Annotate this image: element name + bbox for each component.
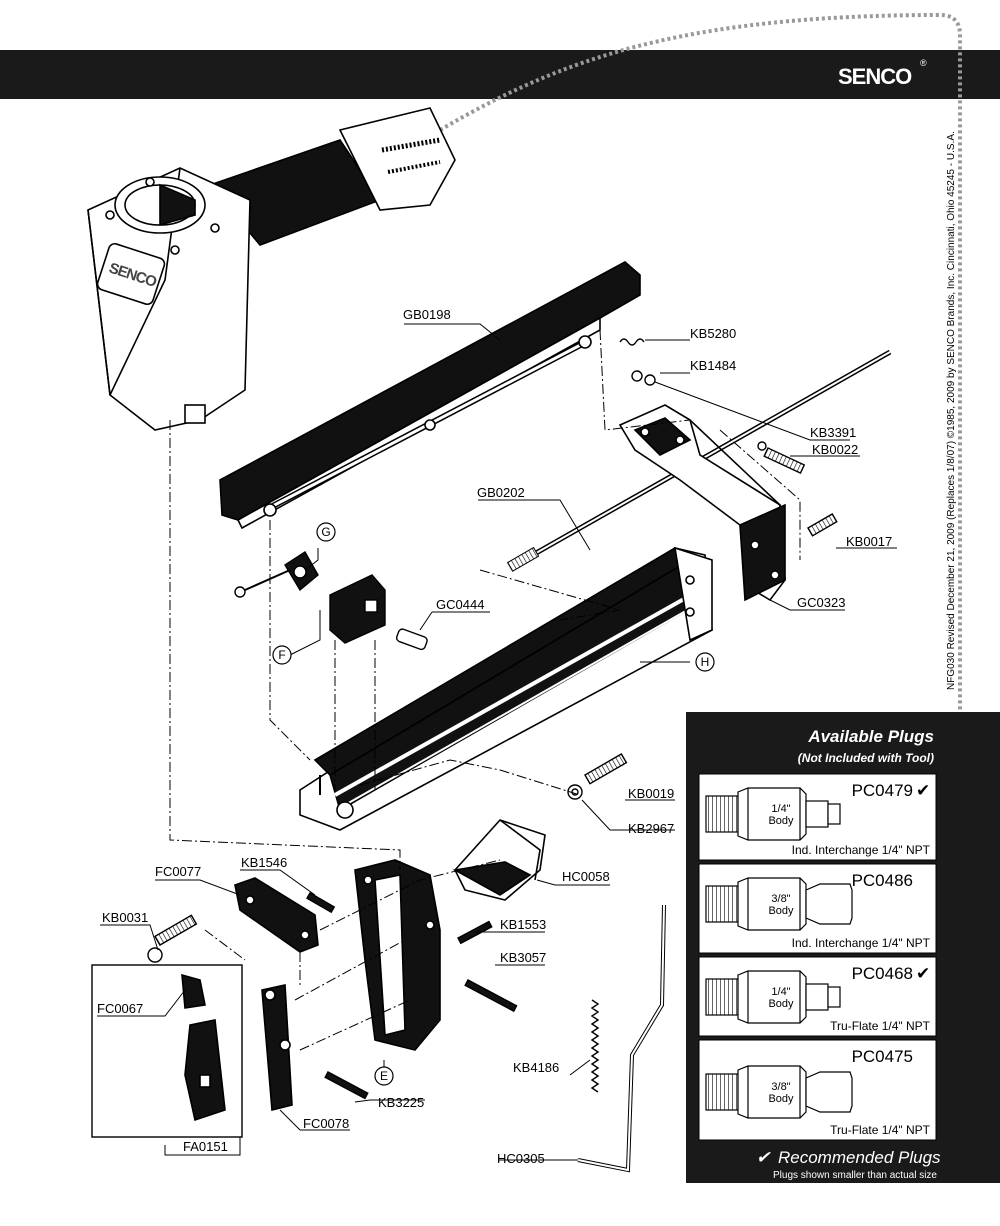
top-guide <box>219 261 641 530</box>
plug-code: PC0486 <box>852 871 913 890</box>
nose-body <box>354 859 441 1051</box>
part-label-fc0067: FC0067 <box>97 1001 143 1016</box>
adjust-knob <box>234 551 319 598</box>
callout-f: F <box>272 645 292 665</box>
wire-hc0305 <box>577 904 666 1173</box>
callout-g: G <box>316 522 336 542</box>
plug-body-label: Body <box>768 815 794 827</box>
size-note: Plugs shown smaller than actual size <box>773 1170 937 1181</box>
screw-kb0019 <box>584 753 628 785</box>
part-label-hc0305: HC0305 <box>497 1151 545 1166</box>
svg-text:F: F <box>278 648 285 662</box>
part-label-kb0031: KB0031 <box>102 910 148 925</box>
part-label-kb0019: KB0019 <box>628 786 674 801</box>
svg-text:G: G <box>321 525 330 539</box>
part-label-kb1546: KB1546 <box>241 855 287 870</box>
part-label-kb4186: KB4186 <box>513 1060 559 1075</box>
part-label-gc0323: GC0323 <box>797 595 845 610</box>
svg-text:✔: ✔ <box>756 1148 771 1167</box>
plug-description: Ind. Interchange 1/4" NPT <box>792 843 931 857</box>
spring-kb4186 <box>590 999 600 1093</box>
magazine-rail <box>299 546 713 831</box>
screw-kb0017 <box>807 513 838 537</box>
plug-body-size: 1/4" <box>771 986 790 998</box>
latch-assembly <box>181 973 226 1122</box>
latch-plate <box>234 877 319 953</box>
nut-kb1484 <box>631 370 656 386</box>
label-leaders <box>97 323 897 1161</box>
plug-body-label: Body <box>768 998 794 1010</box>
fa0151-inset <box>91 964 243 1138</box>
part-label-kb1484: KB1484 <box>690 358 736 373</box>
recommended-check-icon: ✔ <box>916 964 930 984</box>
tool-body <box>87 107 456 431</box>
callout-h: H <box>695 652 715 672</box>
part-label-gb0202: GB0202 <box>477 485 525 500</box>
svg-text:H: H <box>701 655 710 669</box>
part-label-fc0077: FC0077 <box>155 864 201 879</box>
revision-note: NFG030 Revised December 21, 2009 (Replac… <box>946 131 957 690</box>
part-label-fc0078: FC0078 <box>303 1116 349 1131</box>
plug-body-label: Body <box>768 1093 794 1105</box>
washer-kb2967 <box>567 784 583 800</box>
plug-body-size: 3/8" <box>771 893 790 905</box>
plug-body-size: 3/8" <box>771 1081 790 1093</box>
plug-drawing <box>705 1065 853 1119</box>
air-hose-dotted-line <box>438 12 962 1064</box>
plug-code: PC0475 <box>852 1047 913 1066</box>
plugs-subtitle: (Not Included with Tool) <box>798 751 934 765</box>
pusher-block <box>329 574 386 644</box>
part-label-kb3225: KB3225 <box>378 1095 424 1110</box>
callout-e: E <box>374 1066 394 1086</box>
assembly-lines <box>169 329 801 1051</box>
header-bar <box>0 50 1000 99</box>
part-label-kb0022: KB0022 <box>812 442 858 457</box>
part-label-kb1553: KB1553 <box>500 917 546 932</box>
plug-drawing <box>705 787 841 841</box>
senco-logo: SENCO ® <box>838 58 927 89</box>
plug-body-size: 1/4" <box>771 803 790 815</box>
part-label-gc0444: GC0444 <box>436 597 484 612</box>
pins <box>306 892 518 1100</box>
svg-text:SENCO: SENCO <box>838 64 912 89</box>
part-label-kb3057: KB3057 <box>500 950 546 965</box>
part-label-kb3391: KB3391 <box>810 425 856 440</box>
part-label-fa0151: FA0151 <box>183 1139 228 1154</box>
svg-text:®: ® <box>920 58 927 68</box>
guide-pin-thread <box>506 546 540 572</box>
spring-kb5280 <box>619 338 645 346</box>
plugs-title: Available Plugs <box>807 727 934 746</box>
plug-description: Ind. Interchange 1/4" NPT <box>792 936 931 950</box>
svg-text:Recommended Plugs: Recommended Plugs <box>778 1148 941 1167</box>
plug-description: Tru-Flate 1/4" NPT <box>830 1123 931 1137</box>
svg-text:E: E <box>380 1069 388 1083</box>
part-label-kb0017: KB0017 <box>846 534 892 549</box>
plug-drawing <box>705 877 853 931</box>
magazine-bracket <box>618 404 786 602</box>
screw-kb0022 <box>757 441 806 474</box>
plug-code: PC0468 <box>852 964 913 983</box>
recommended-check-icon: ✔ <box>916 781 930 801</box>
plug-description: Tru-Flate 1/4" NPT <box>830 1019 931 1033</box>
part-label-kb2967: KB2967 <box>628 821 674 836</box>
screw-gc0444 <box>395 628 428 651</box>
latch-lever <box>261 984 293 1112</box>
part-label-kb5280: KB5280 <box>690 326 736 341</box>
part-label-gb0198: GB0198 <box>403 307 451 322</box>
plug-body-label: Body <box>768 905 794 917</box>
plug-drawing <box>705 970 841 1024</box>
recommended-legend: ✔ Recommended Plugs <box>756 1148 941 1167</box>
plug-code: PC0479 <box>852 781 913 800</box>
part-label-hc0058: HC0058 <box>562 869 610 884</box>
screw-kb0031 <box>147 914 198 963</box>
